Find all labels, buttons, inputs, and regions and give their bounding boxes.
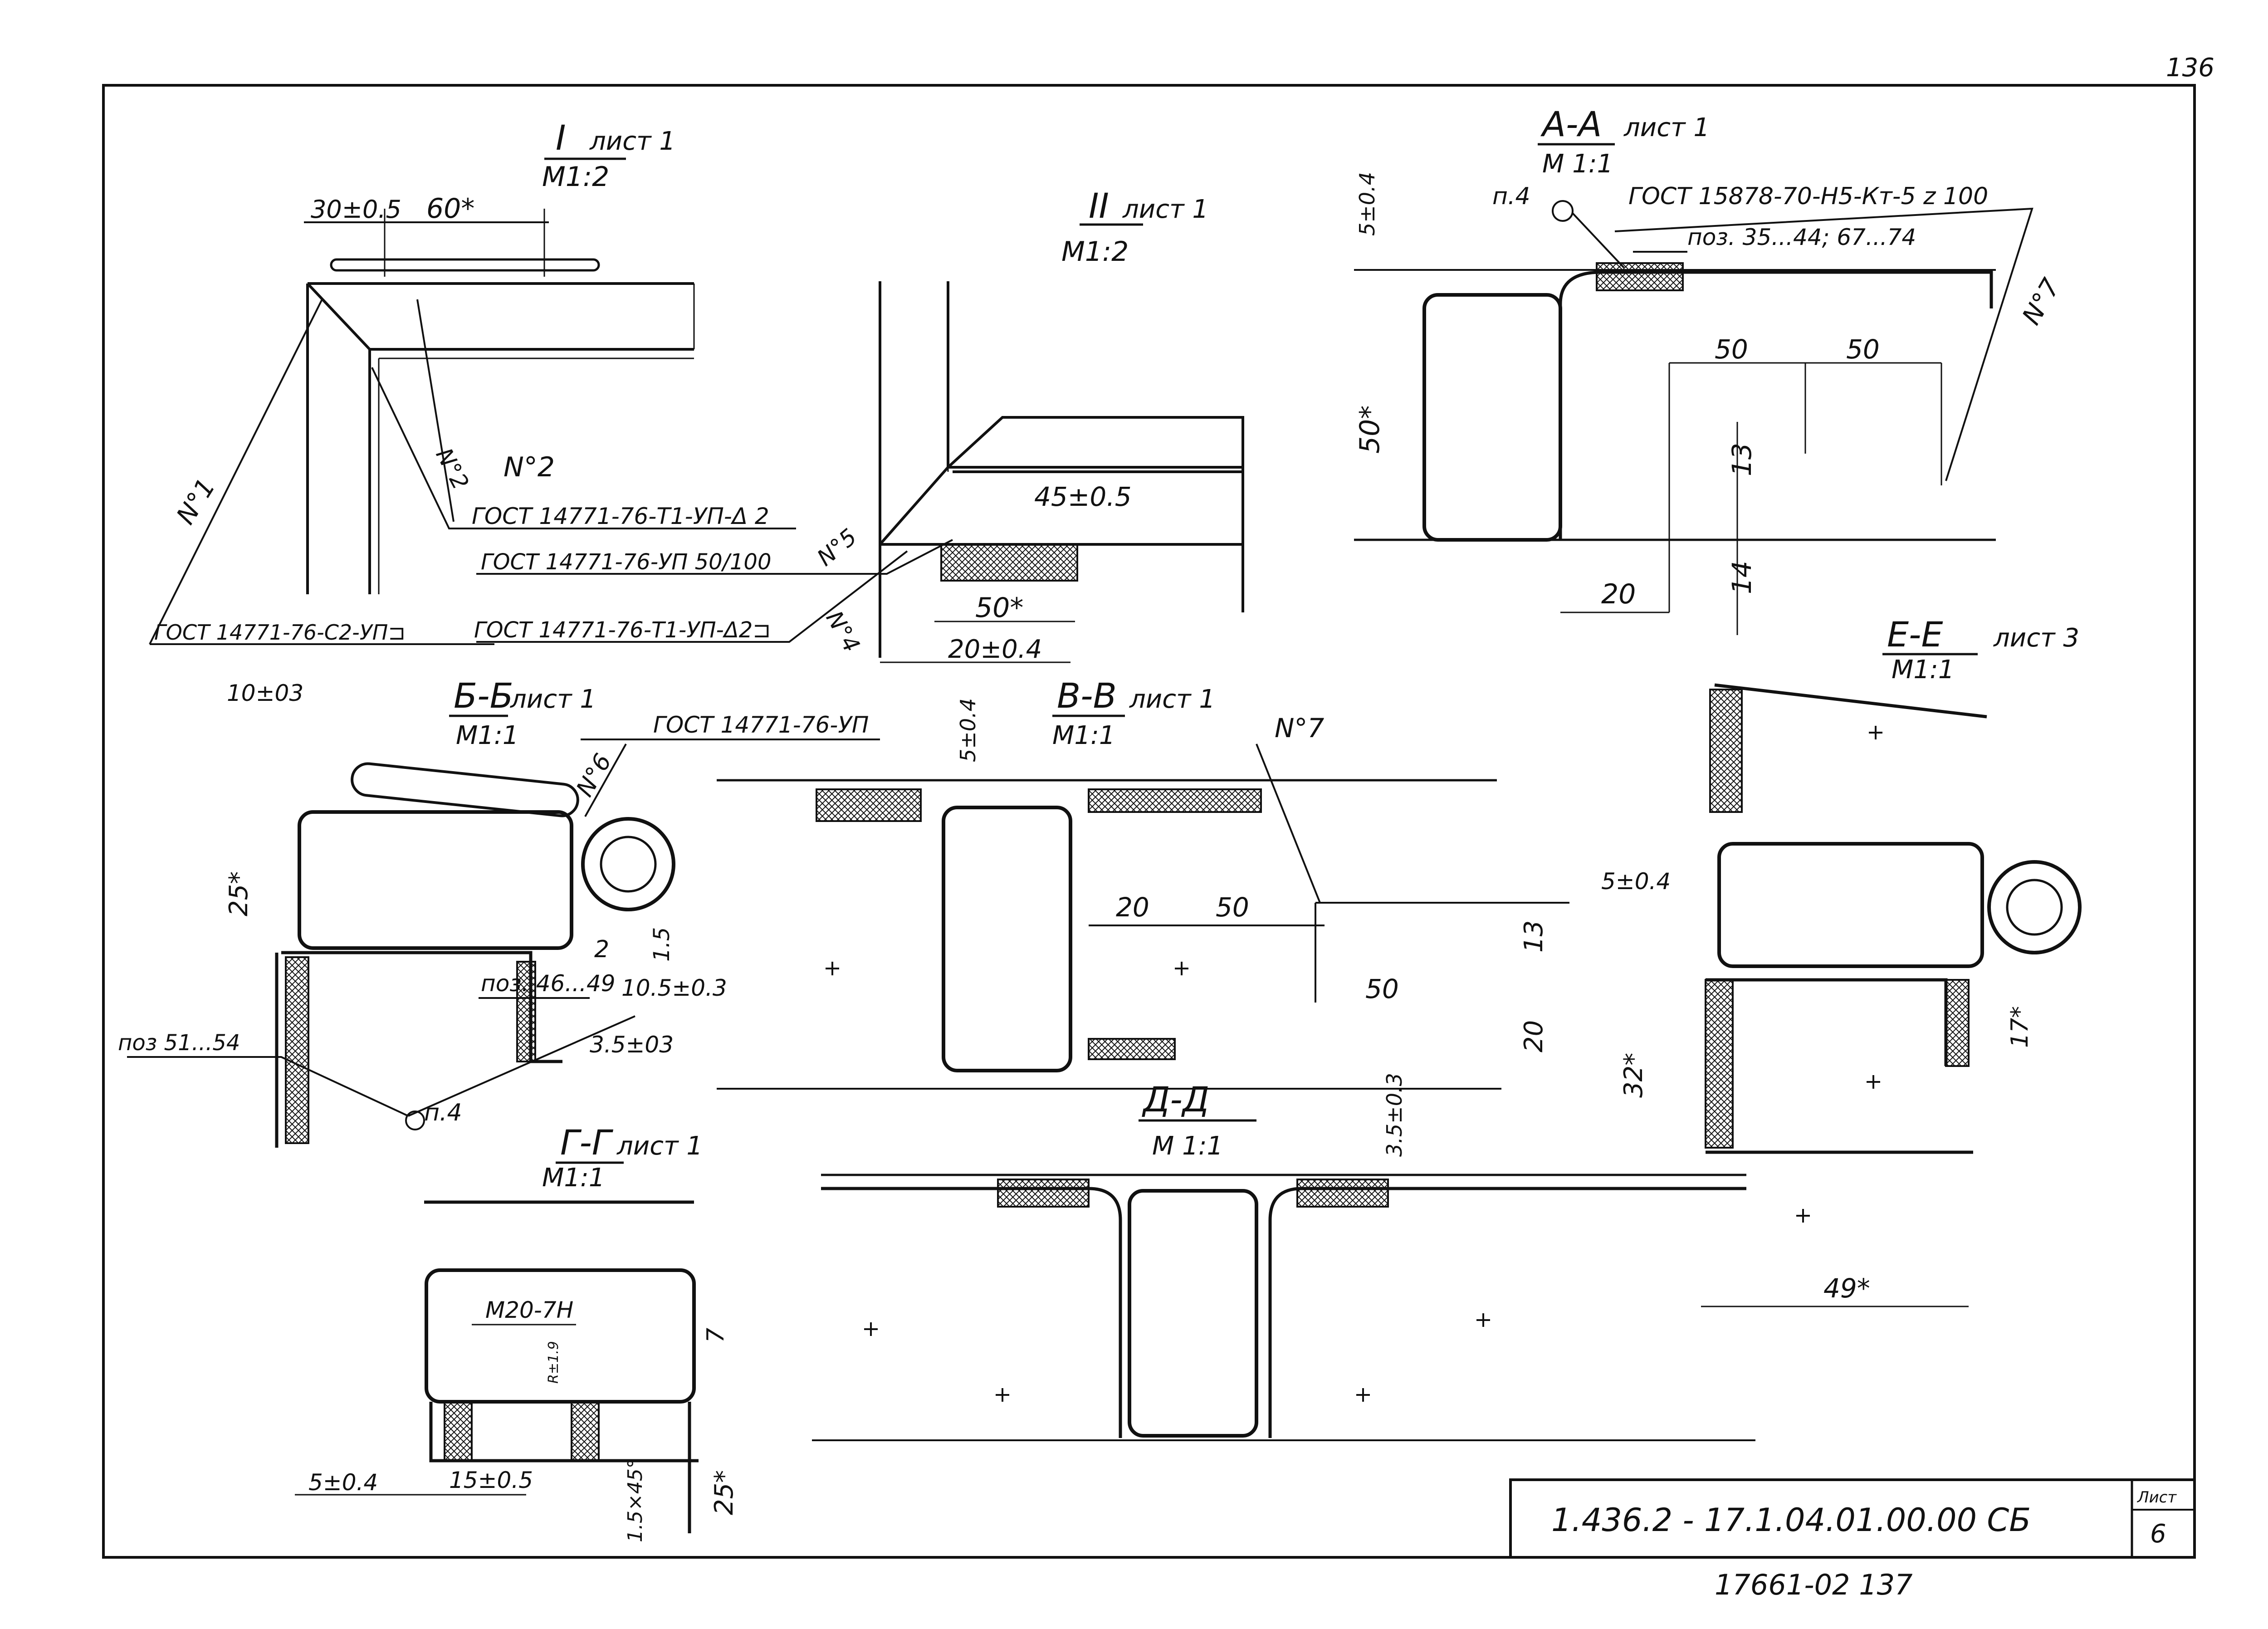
dim-r19: R±1.9 [546,1341,562,1384]
note-gost-up50: ГОСТ 14771-76-УП 50/100 [481,549,772,575]
view-EE-title: Е-Е [1887,614,1943,655]
label-no7-aa: N°7 [2017,274,2066,330]
dim-25-gg: 25* [709,1470,739,1515]
view-II-title: II [1089,186,1109,226]
dim-20-aa: 20 [1601,578,1636,610]
view-II-scale: М1:2 [1061,236,1129,268]
dim-25star-bb: 25* [224,871,254,916]
label-no7-vv: N°7 [1275,713,1324,744]
view-AA-scale: М 1:1 [1542,149,1613,179]
dim-50: 50* [975,592,1023,624]
dim-7-gg: 7 [702,1328,729,1343]
view-EE-sheet: лист 3 [1993,623,2079,653]
dim-15x45: 1.5×45° [624,1458,647,1542]
label-p4-bb: п.4 [424,1099,462,1126]
title-block: 1.436.2 - 17.1.04.01.00.00 СБ Лист 6 [1509,1478,2196,1559]
view-AA-title: А-А [1540,104,1602,144]
dim-2-bb: 2 [594,936,609,963]
dim-5-vv: 5±0.4 [956,698,980,762]
note-gost-t1: ГОСТ 14771-76-Т1-УП-Δ 2 [472,503,769,529]
dim-20b-vv: 20 [1519,1020,1549,1052]
sheet-frame [102,84,2196,1559]
view-EE-scale: М1:1 [1892,655,1954,685]
dim-20: 20±0.4 [948,635,1042,664]
sheet-label: Лист [2136,1488,2177,1507]
dim-30: 30±0.5 [311,195,401,224]
dim-50star-aa: 50* [1354,406,1386,454]
bottom-stamp: 17661-02 137 [1715,1568,1913,1601]
dim-45: 45±0.5 [1034,481,1132,512]
dim-1-5-bb: 1.5 [649,927,675,962]
dim-10-5-bb: 10.5±0.3 [621,975,727,1001]
dim-50b-aa: 50 [1846,334,1880,365]
view-GG-sheet: лист 1 [616,1131,703,1161]
label-no5: N°5 [812,523,861,571]
dim-50a-vv: 50 [1216,892,1249,923]
dim-3-5-bb: 3.5±03 [590,1032,674,1058]
dim-15-gg: 15±0.5 [449,1467,533,1493]
dim-13-aa: 13 [1726,443,1757,476]
note-poz-51: поз 51...54 [118,1030,240,1056]
view-VV: В-В лист 1 М1:1 5±0.4 20 50 50 13 20 3.5… [717,675,1569,1157]
sheet-number: 6 [2150,1519,2166,1549]
dim-5-ee: 5±0.4 [1601,868,1671,895]
view-BB-sheet: лист 1 [510,685,596,714]
view-EE: Е-Е лист 3 М1:1 5±0.4 17* 32* 49* [1601,614,2082,1307]
view-BB-scale: М1:1 [456,721,518,750]
note-poz-35: поз. 35...44; 67...74 [1687,224,1916,250]
view-DD-title: Д-Д [1142,1079,1209,1120]
view-VV-title: В-В [1057,675,1117,716]
note-poz-46: поз. 46...49 [481,970,616,997]
view-AA-sheet: лист 1 [1623,113,1710,142]
view-DD: Д-Д М 1:1 [812,1079,1755,1441]
dim-5-gg: 5±0.4 [308,1469,378,1496]
view-GG: Г-Г лист 1 М1:1 М20-7Н R±1.9 7 5±0.4 15±… [295,1122,739,1542]
label-no1: N°1 [171,473,221,529]
view-II-sheet: лист 1 [1122,195,1208,224]
dim-20a-vv: 20 [1116,892,1149,923]
dim-13-vv: 13 [1519,920,1549,953]
label-no6: N°6 [571,749,617,802]
dim-49-ee: 49* [1823,1273,1870,1304]
view-GG-title: Г-Г [560,1122,614,1163]
dim-5-aa: 5±0.4 [1355,172,1379,236]
view-AA: А-А лист 1 М 1:1 5±0.4 50* 50 50 13 20 1… [1354,104,2066,635]
dim-32-ee: 32* [1619,1053,1648,1098]
dim-50a-aa: 50 [1715,334,1748,365]
center-marks [826,726,1882,1402]
label-no4: N°4 [821,607,865,657]
view-I-scale: М1:2 [542,161,609,193]
view-I-title: I [556,117,566,158]
dim-3-5-vv: 3.5±0.3 [1382,1073,1407,1157]
dim-10-bb: 10±03 [227,680,303,706]
dim-60: 60* [426,193,474,225]
dim-17-ee: 17* [2006,1006,2033,1048]
view-BB: Б-Б лист 1 М1:1 10±03 25* 2 1.5 10.5±0.3… [118,675,880,1148]
page-number-top: 136 [2166,53,2214,83]
note-gost-c2: ГОСТ 14771-76-С2-УП⊐ [154,620,406,645]
note-gost-15878: ГОСТ 15878-70-Н5-Кт-5 z 100 [1628,183,1988,210]
dim-m20: М20-7Н [485,1297,573,1323]
view-II: II лист 1 М1:2 45±0.5 50* 20±0.4 N°5 N°4… [474,186,1244,664]
label-no2-a: N°2 [503,451,555,483]
view-VV-sheet: лист 1 [1129,685,1215,714]
designation-text: 1.436.2 - 17.1.04.01.00.00 СБ [1551,1502,2031,1539]
view-VV-scale: М1:1 [1052,721,1115,750]
note-gost-up-bb: ГОСТ 14771-76-УП [653,712,869,738]
note-gost-t1-2: ГОСТ 14771-76-Т1-УП-Δ2⊐ [474,617,771,643]
view-GG-scale: М1:1 [542,1163,605,1193]
view-I-sheet: лист 1 [589,127,675,156]
dim-50b-vv: 50 [1365,973,1399,1004]
label-no2-b: N°2 [430,444,474,494]
label-p4-aa: п.4 [1492,183,1530,210]
dim-14-aa: 14 [1726,561,1757,594]
view-DD-scale: М 1:1 [1152,1131,1223,1161]
view-BB-title: Б-Б [454,675,513,716]
